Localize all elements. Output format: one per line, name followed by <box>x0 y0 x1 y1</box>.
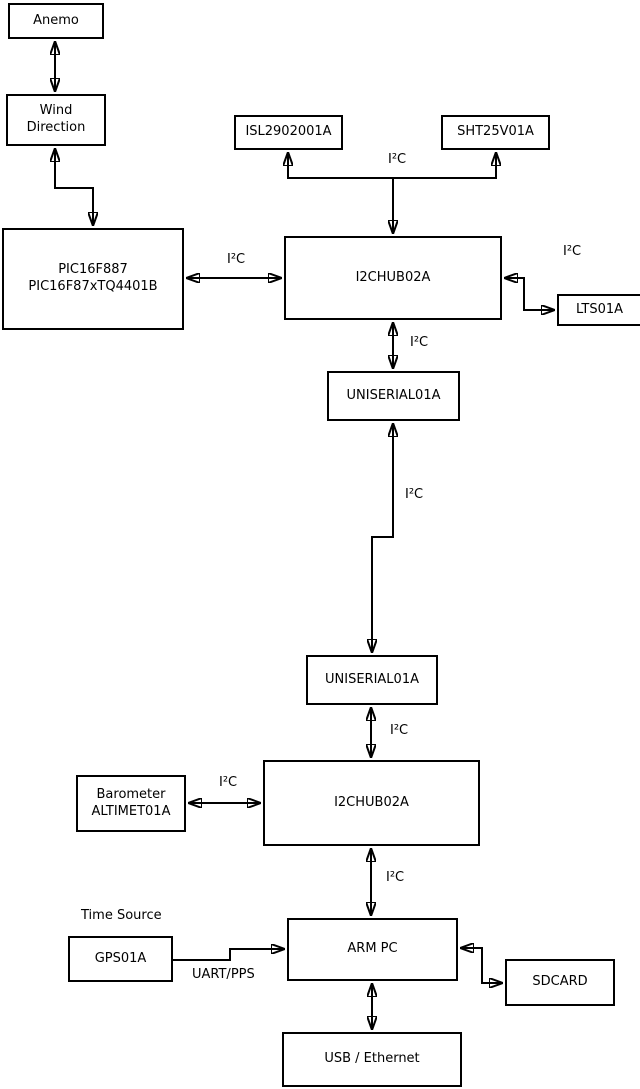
edge-label-i2c-barometer-hub2: I²C <box>219 775 238 790</box>
node-lts01a-label: LTS01A <box>575 301 624 317</box>
node-i2chub02a-2: I2CHUB02A <box>263 760 480 846</box>
label-time-source: Time Source <box>81 908 162 923</box>
node-i2chub02a-1-label: I2CHUB02A <box>355 269 431 285</box>
node-usb-ethernet-label: USB / Ethernet <box>324 1051 420 1067</box>
node-usb-ethernet: USB / Ethernet <box>282 1032 462 1087</box>
node-wind-direction-line1: Wind <box>39 103 73 119</box>
node-lts01a: LTS01A <box>557 294 640 326</box>
node-arm-pc-label: ARM PC <box>347 941 398 957</box>
node-barometer-line1: Barometer <box>96 786 166 802</box>
node-uniserial01a-2: UNISERIAL01A <box>306 655 438 705</box>
edge-armpc-sdcard <box>460 948 503 983</box>
edge-uniserial1-uniserial2 <box>372 423 393 653</box>
edge-label-i2c-uniserial2-hub2: I²C <box>390 723 409 738</box>
node-wind-direction: Wind Direction <box>6 94 106 146</box>
node-uniserial01a-2-label: UNISERIAL01A <box>325 671 419 687</box>
edge-label-i2c-hub1-lts: I²C <box>563 244 582 259</box>
node-sht25v01a: SHT25V01A <box>441 115 550 150</box>
edge-label-i2c-hub1-uniserial1: I²C <box>410 335 429 350</box>
node-gps01a: GPS01A <box>68 936 173 982</box>
node-pic16f887-line1: PIC16F887 <box>58 262 128 278</box>
node-sdcard-label: SDCARD <box>532 974 588 990</box>
node-anemo-label: Anemo <box>33 12 79 28</box>
node-i2chub02a-1: I2CHUB02A <box>284 236 502 320</box>
node-wind-direction-line2: Direction <box>26 120 86 135</box>
edge-label-uart-pps: UART/PPS <box>192 967 255 982</box>
node-pic16f887-line2: PIC16F87xTQ4401B <box>28 279 158 294</box>
node-uniserial01a-1: UNISERIAL01A <box>327 371 460 421</box>
node-arm-pc: ARM PC <box>287 918 458 981</box>
node-sht25v01a-label: SHT25V01A <box>457 124 534 140</box>
edge-label-i2c-pic-hub1: I²C <box>227 252 246 267</box>
node-isl2902001a: ISL2902001A <box>234 115 343 150</box>
node-sdcard: SDCARD <box>505 959 615 1006</box>
edge-label-i2c-bus-isl-sht: I²C <box>388 152 407 167</box>
node-isl2902001a-label: ISL2902001A <box>245 124 332 140</box>
node-pic16f887: PIC16F887 PIC16F87xTQ4401B <box>2 228 184 330</box>
node-uniserial01a-1-label: UNISERIAL01A <box>346 387 441 403</box>
edge-wind-pic <box>55 148 93 226</box>
node-barometer-line2: ALTIMET01A <box>91 803 171 819</box>
edge-gps-armpc <box>173 949 285 961</box>
edge-label-i2c-uniserial-link: I²C <box>405 487 424 502</box>
edge-label-i2c-hub2-armpc: I²C <box>386 870 405 885</box>
node-i2chub02a-2-label: I2CHUB02A <box>334 794 409 810</box>
node-barometer-altimet01a: Barometer ALTIMET01A <box>76 775 186 832</box>
edge-hub1-lts <box>504 278 555 310</box>
node-gps01a-label: GPS01A <box>94 950 147 966</box>
node-anemo: Anemo <box>8 3 104 39</box>
